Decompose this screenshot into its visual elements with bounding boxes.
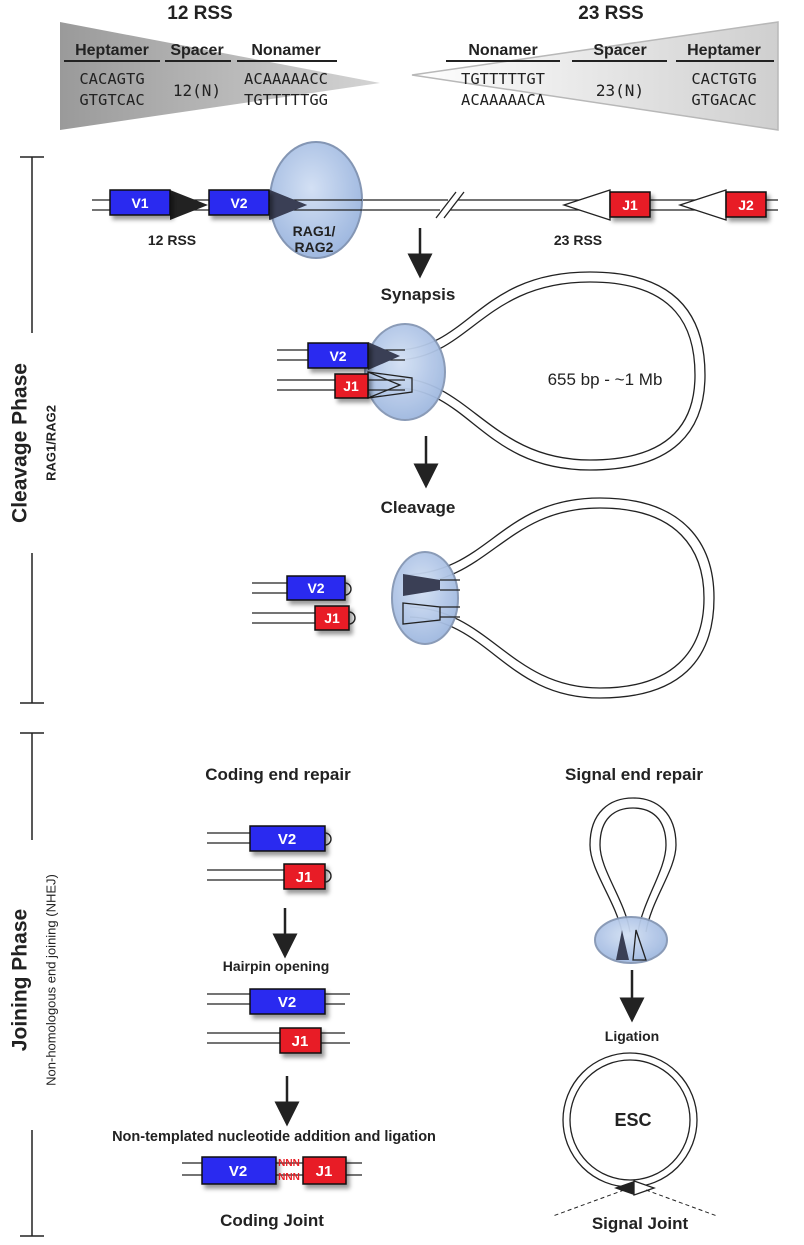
rss12-nonamer-bottom: TGTTTTTGG xyxy=(244,91,328,109)
signal-joint-12-heptamer xyxy=(614,1181,634,1195)
hairpin-opening-label: Hairpin opening xyxy=(223,958,330,974)
signal-end-23 xyxy=(632,929,647,961)
rss23-wedge xyxy=(411,21,779,131)
synapsis-rss12-triangle xyxy=(368,342,400,370)
joint-j1-label: J1 xyxy=(316,1163,333,1180)
rag-label-2: RAG2 xyxy=(295,239,334,255)
rss12-spacer: 12(N) xyxy=(173,81,221,100)
rss23-nonamer-top: TGTTTTTGT xyxy=(461,70,545,88)
segment-j2 xyxy=(725,191,767,218)
rss23-triangle-j2 xyxy=(677,189,727,221)
cleavage-v2 xyxy=(286,575,346,601)
synapsis-rag-complex xyxy=(364,323,446,421)
signal-joint-dashed-right xyxy=(645,1189,718,1217)
cleavage-v2-hairpin xyxy=(344,582,352,596)
segment-j2-label: J2 xyxy=(738,197,754,213)
rss23-spacer: 23(N) xyxy=(596,81,644,100)
rss23-heptamer-top: CACTGTG xyxy=(691,70,756,88)
cleavage-label: Cleavage xyxy=(381,498,456,517)
cleavage-rss23-end xyxy=(402,602,441,625)
coding-end-repair-title: Coding end repair xyxy=(205,765,351,784)
cleavage-j1-hairpin xyxy=(348,611,356,625)
loop-size-label: 655 bp - ~1 Mb xyxy=(548,370,663,389)
synapsis-complex: V2 J1 655 bp - ~1 Mb xyxy=(277,271,706,471)
segment-v2 xyxy=(208,189,270,216)
cleavage-j1-label: J1 xyxy=(324,610,340,626)
opened-v2-label: V2 xyxy=(278,994,296,1011)
joint-v2 xyxy=(201,1156,277,1185)
germline-locus: RAG1/ RAG2 V1 V2 J1 J2 12 RSS 23 RSS xyxy=(92,141,778,259)
signal-end-repair-title: Signal end repair xyxy=(565,765,703,784)
rss23-nonamer-bottom: ACAAAAACA xyxy=(461,91,546,109)
synapsis-v2 xyxy=(307,342,369,369)
rss12-heptamer-top: CACAGTG xyxy=(79,70,144,88)
ligation-label: Ligation xyxy=(605,1028,659,1044)
signal-ends-loop xyxy=(589,797,677,964)
rss23-heptamer-bottom: GTGACAC xyxy=(691,91,756,109)
coding-joint-label: Coding Joint xyxy=(220,1211,324,1230)
rss23-heptamer-header: Heptamer xyxy=(687,42,761,59)
signal-rag-complex xyxy=(594,916,668,964)
segment-v2-label: V2 xyxy=(230,195,247,211)
joint-j1 xyxy=(302,1156,347,1185)
rss23-nonamer-header: Nonamer xyxy=(468,42,537,59)
coding-joint: V2 NNN NNN J1 xyxy=(182,1156,362,1185)
signal-joint-23-heptamer xyxy=(633,1180,656,1196)
segment-j1 xyxy=(609,191,651,218)
cleavage-v2-label: V2 xyxy=(307,580,324,596)
segment-v1 xyxy=(109,189,171,216)
rag-label-1: RAG1/ xyxy=(293,223,336,239)
signal-joint-dashed-left xyxy=(552,1189,625,1217)
rss12-triangle-v1 xyxy=(170,190,208,220)
nnn-top: NNN xyxy=(278,1158,300,1169)
rss23-locus-label: 23 RSS xyxy=(554,232,602,248)
rss23-triangle-j1 xyxy=(561,189,611,221)
nnn-bottom: NNN xyxy=(278,1172,300,1183)
rss12-title: 12 RSS xyxy=(167,3,232,24)
signal-joint-label: Signal Joint xyxy=(592,1214,689,1233)
rss12-nonamer-header: Nonamer xyxy=(251,42,320,59)
coding-hairpins: V2 J1 xyxy=(207,825,332,890)
rss12-nonamer-top: ACAAAAACC xyxy=(244,70,328,88)
rss-header-panel: 12 RSS 23 RSS Heptamer Spacer Nonamer CA… xyxy=(60,3,779,131)
rss12-spacer-header: Spacer xyxy=(170,42,223,59)
cleavage-j1 xyxy=(314,605,350,631)
joining-phase-subtitle: Non-homologous end joining (NHEJ) xyxy=(43,874,58,1086)
synapsis-j1 xyxy=(334,373,369,399)
nontemplated-label: Non-templated nucleotide addition and li… xyxy=(112,1129,436,1145)
coding-v2-label: V2 xyxy=(278,831,296,848)
rss12-heptamer-header: Heptamer xyxy=(75,42,149,59)
opened-ends: V2 J1 xyxy=(207,988,350,1054)
cleavage-phase-title: Cleavage Phase xyxy=(9,363,32,523)
synapsis-j1-label: J1 xyxy=(343,378,359,394)
esc-circle xyxy=(552,1052,718,1217)
synapsis-v2-label: V2 xyxy=(329,348,346,364)
coding-j1 xyxy=(283,863,326,890)
segment-j1-label: J1 xyxy=(622,197,638,213)
rss12-wedge xyxy=(60,22,380,130)
cleavage-phase-subtitle: RAG1/RAG2 xyxy=(43,405,58,481)
segment-v1-label: V1 xyxy=(131,195,148,211)
rss12-locus-label: 12 RSS xyxy=(148,232,196,248)
coding-v2 xyxy=(249,825,326,852)
rss12-heptamer-bottom: GTGTCAC xyxy=(79,91,144,109)
coding-j1-label: J1 xyxy=(296,869,313,886)
rss23-spacer-header: Spacer xyxy=(593,42,646,59)
joint-v2-label: V2 xyxy=(229,1163,247,1180)
rss23-title: 23 RSS xyxy=(578,3,643,24)
cleavage-rss12-end xyxy=(403,574,440,596)
opened-v2 xyxy=(249,988,326,1015)
esc-label: ESC xyxy=(614,1110,651,1130)
opened-j1 xyxy=(279,1027,322,1054)
cleavage-complex: V2 J1 xyxy=(252,497,715,699)
synapsis-label: Synapsis xyxy=(381,285,456,304)
cleavage-rag-complex xyxy=(391,551,459,645)
opened-j1-label: J1 xyxy=(292,1033,309,1050)
break-mark xyxy=(435,191,457,219)
signal-end-12 xyxy=(616,930,629,960)
joining-phase-title: Joining Phase xyxy=(9,909,32,1051)
